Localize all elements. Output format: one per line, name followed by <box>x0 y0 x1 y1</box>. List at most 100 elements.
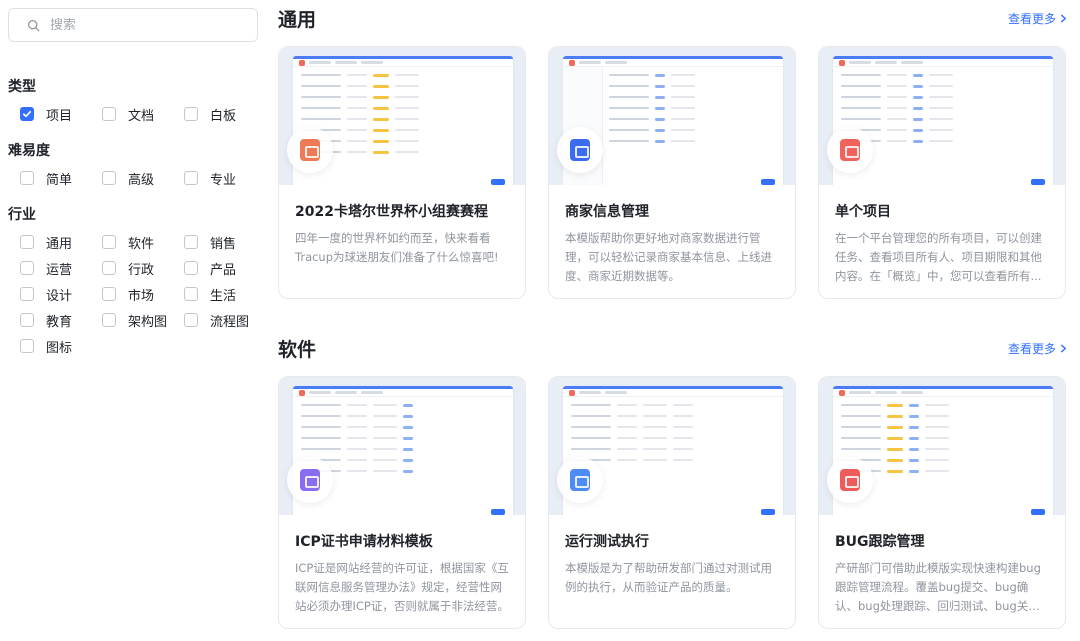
checkbox[interactable] <box>20 171 34 185</box>
option-label: 高级 <box>128 172 155 188</box>
checkbox[interactable] <box>102 261 116 275</box>
view-more-link[interactable]: 查看更多 <box>1008 340 1068 357</box>
filter-option-flowchart[interactable]: 流程图 <box>184 312 266 330</box>
option-label: 图标 <box>46 340 73 356</box>
option-label: 生活 <box>210 288 237 304</box>
card-description: 本模版是为了帮助研发部门通过对测试用例的执行，从而验证产品的质量。 <box>565 561 772 594</box>
option-label: 产品 <box>210 262 237 278</box>
option-label: 简单 <box>46 172 73 188</box>
card-title: 单个项目 <box>835 204 891 220</box>
card-title: 商家信息管理 <box>565 204 649 220</box>
filter-option-whiteboard[interactable]: 白板 <box>184 106 266 124</box>
card-description: ICP证是网站经营的许可证，根据国家《互联网信息服务管理办法》规定，经营性网站必… <box>295 561 509 613</box>
project-icon <box>570 139 590 161</box>
option-label: 教育 <box>46 314 73 330</box>
template-card[interactable]: 商家信息管理 本模版帮助你更好地对商家数据进行管理，可以轻松记录商家基本信息、上… <box>548 46 796 299</box>
template-icon-badge <box>827 457 873 503</box>
card-title: ICP证书申请材料模板 <box>295 534 433 550</box>
search-input[interactable] <box>50 17 230 33</box>
preview-mockup <box>833 386 1053 515</box>
filter-option-architecture[interactable]: 架构图 <box>102 312 184 330</box>
template-card[interactable]: ICP证书申请材料模板 ICP证是网站经营的许可证，根据国家《互联网信息服务管理… <box>278 376 526 629</box>
filter-group-title: 难易度 <box>8 143 50 159</box>
card-row-general: 2022卡塔尔世界杯小组赛赛程 四年一度的世界杯如约而至，快来看看Tracup为… <box>278 46 1066 299</box>
filter-option-product[interactable]: 产品 <box>184 260 266 278</box>
chevron-right-icon <box>1060 344 1067 353</box>
filter-option-marketing[interactable]: 市场 <box>102 286 184 304</box>
checkbox[interactable] <box>184 171 198 185</box>
option-label: 流程图 <box>210 314 250 330</box>
card-description: 在一个平台管理您的所有项目，可以创建任务、查看项目所有人、项目期限和其他内容。在… <box>835 231 1042 283</box>
checkbox[interactable] <box>184 287 198 301</box>
filter-groups: 类型 项目 文档 白板 难易度 简单 高级 专业 行业 通用 软件 销售 运营 … <box>8 76 258 356</box>
filter-group-title: 行业 <box>8 207 36 223</box>
template-card[interactable]: 运行测试执行 本模版是为了帮助研发部门通过对测试用例的执行，从而验证产品的质量。 <box>548 376 796 629</box>
checkbox[interactable] <box>184 107 198 121</box>
checkbox[interactable] <box>184 261 198 275</box>
template-card[interactable]: BUG跟踪管理 产研部门可借助此模版实现快速构建bug跟踪管理流程。覆盖bug提… <box>818 376 1066 629</box>
checkbox[interactable] <box>184 313 198 327</box>
filter-group-industry: 行业 通用 软件 销售 运营 行政 产品 设计 市场 生活 教育 架构图 流程图… <box>8 204 258 356</box>
filter-option-advanced[interactable]: 高级 <box>102 170 184 188</box>
preview-mockup <box>563 386 783 515</box>
template-icon-badge <box>827 127 873 173</box>
checkbox[interactable] <box>102 235 116 249</box>
checkbox[interactable] <box>102 287 116 301</box>
template-preview <box>279 47 525 185</box>
preview-mockup <box>293 56 513 185</box>
option-label: 专业 <box>210 172 237 188</box>
filter-option-education[interactable]: 教育 <box>20 312 102 330</box>
section-header-software: 软件 查看更多 <box>278 335 1068 362</box>
view-more-label: 查看更多 <box>1007 12 1056 26</box>
option-label: 运营 <box>46 262 73 278</box>
search-box[interactable] <box>8 8 258 42</box>
option-label: 项目 <box>46 108 73 124</box>
template-preview <box>819 47 1065 185</box>
filter-group-type: 类型 项目 文档 白板 <box>8 76 258 124</box>
template-preview <box>819 377 1065 515</box>
filter-group-title: 类型 <box>8 79 36 95</box>
filter-option-icon[interactable]: 图标 <box>20 338 102 356</box>
checkbox[interactable] <box>20 107 34 121</box>
template-card[interactable]: 单个项目 在一个平台管理您的所有项目，可以创建任务、查看项目所有人、项目期限和其… <box>818 46 1066 299</box>
filter-option-pro[interactable]: 专业 <box>184 170 266 188</box>
card-description: 四年一度的世界杯如约而至，快来看看Tracup为球迷朋友们准备了什么惊喜吧! <box>295 231 499 264</box>
section-header-general: 通用 查看更多 <box>278 5 1068 32</box>
checkbox[interactable] <box>20 313 34 327</box>
filter-option-simple[interactable]: 简单 <box>20 170 102 188</box>
filter-option-sales[interactable]: 销售 <box>184 234 266 252</box>
checkbox[interactable] <box>20 287 34 301</box>
preview-mockup <box>293 386 513 515</box>
filter-option-doc[interactable]: 文档 <box>102 106 184 124</box>
option-label: 文档 <box>128 108 155 124</box>
filter-option-general[interactable]: 通用 <box>20 234 102 252</box>
checkbox[interactable] <box>102 313 116 327</box>
template-icon-badge <box>557 127 603 173</box>
preview-mockup <box>833 56 1053 185</box>
template-preview <box>549 377 795 515</box>
filter-option-project[interactable]: 项目 <box>20 106 102 124</box>
option-label: 设计 <box>46 288 73 304</box>
view-more-label: 查看更多 <box>1007 342 1056 356</box>
checkbox[interactable] <box>184 235 198 249</box>
option-label: 行政 <box>128 262 155 278</box>
option-label: 软件 <box>128 236 155 252</box>
checkbox[interactable] <box>20 261 34 275</box>
checkbox[interactable] <box>20 235 34 249</box>
checkbox[interactable] <box>20 339 34 353</box>
filter-option-admin[interactable]: 行政 <box>102 260 184 278</box>
filter-option-life[interactable]: 生活 <box>184 286 266 304</box>
project-icon <box>300 469 320 491</box>
view-more-link[interactable]: 查看更多 <box>1008 10 1068 27</box>
card-description: 产研部门可借助此模版实现快速构建bug跟踪管理流程。覆盖bug提交、bug确认、… <box>835 561 1041 613</box>
template-card[interactable]: 2022卡塔尔世界杯小组赛赛程 四年一度的世界杯如约而至，快来看看Tracup为… <box>278 46 526 299</box>
filter-option-operations[interactable]: 运营 <box>20 260 102 278</box>
template-icon-badge <box>287 457 333 503</box>
card-title: 运行测试执行 <box>565 534 649 550</box>
filter-option-software[interactable]: 软件 <box>102 234 184 252</box>
project-icon <box>570 469 590 491</box>
template-preview <box>549 47 795 185</box>
checkbox[interactable] <box>102 171 116 185</box>
checkbox[interactable] <box>102 107 116 121</box>
filter-option-design[interactable]: 设计 <box>20 286 102 304</box>
